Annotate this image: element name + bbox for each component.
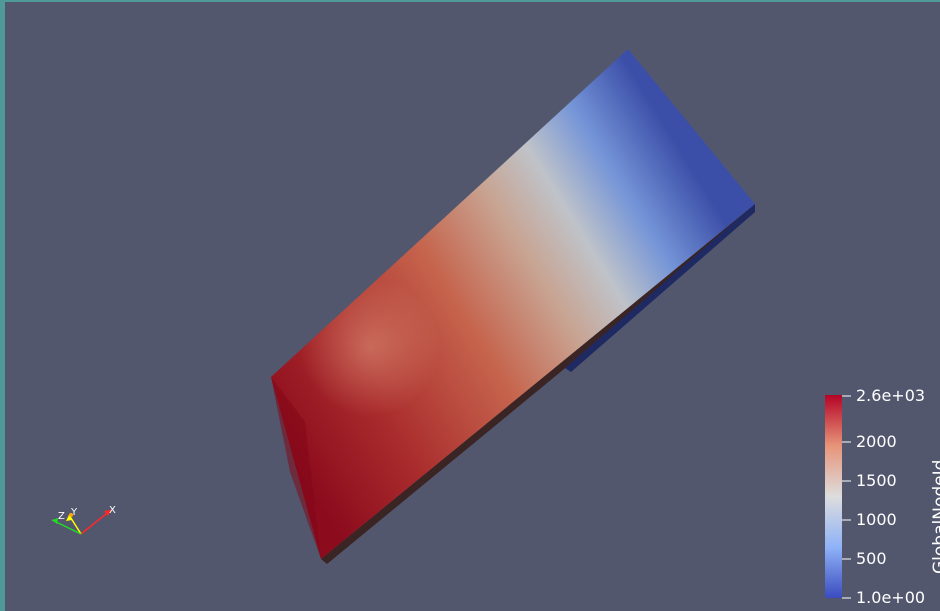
y-axis-label: Y (70, 507, 78, 518)
colorbar[interactable] (825, 395, 851, 599)
mesh-side-face (321, 204, 755, 564)
x-axis-label: X (109, 505, 116, 516)
mesh-highlight (271, 49, 755, 559)
z-axis-arrow (52, 518, 58, 524)
render-view[interactable]: X Y Z (5, 2, 940, 611)
mesh-side-face-blue (565, 204, 755, 372)
render-viewport[interactable]: X Y Z 2.6e+03 2000 1500 1000 500 1.0e+00… (5, 2, 940, 611)
colorbar-title-text: GlobalNodeId (930, 459, 940, 574)
mesh-surface[interactable] (271, 49, 755, 564)
colorbar-title: GlobalNodeId (930, 434, 940, 574)
mesh-dark-corner (271, 377, 321, 559)
x-axis-arrow (104, 510, 111, 516)
colorbar-gradient (825, 395, 842, 598)
x-axis-line (80, 509, 112, 535)
axes-origin (69, 513, 73, 517)
y-axis-line (68, 514, 82, 535)
orientation-axes[interactable]: X Y Z (51, 505, 116, 535)
z-axis-label: Z (58, 511, 65, 522)
y-axis-arrow (66, 515, 72, 521)
